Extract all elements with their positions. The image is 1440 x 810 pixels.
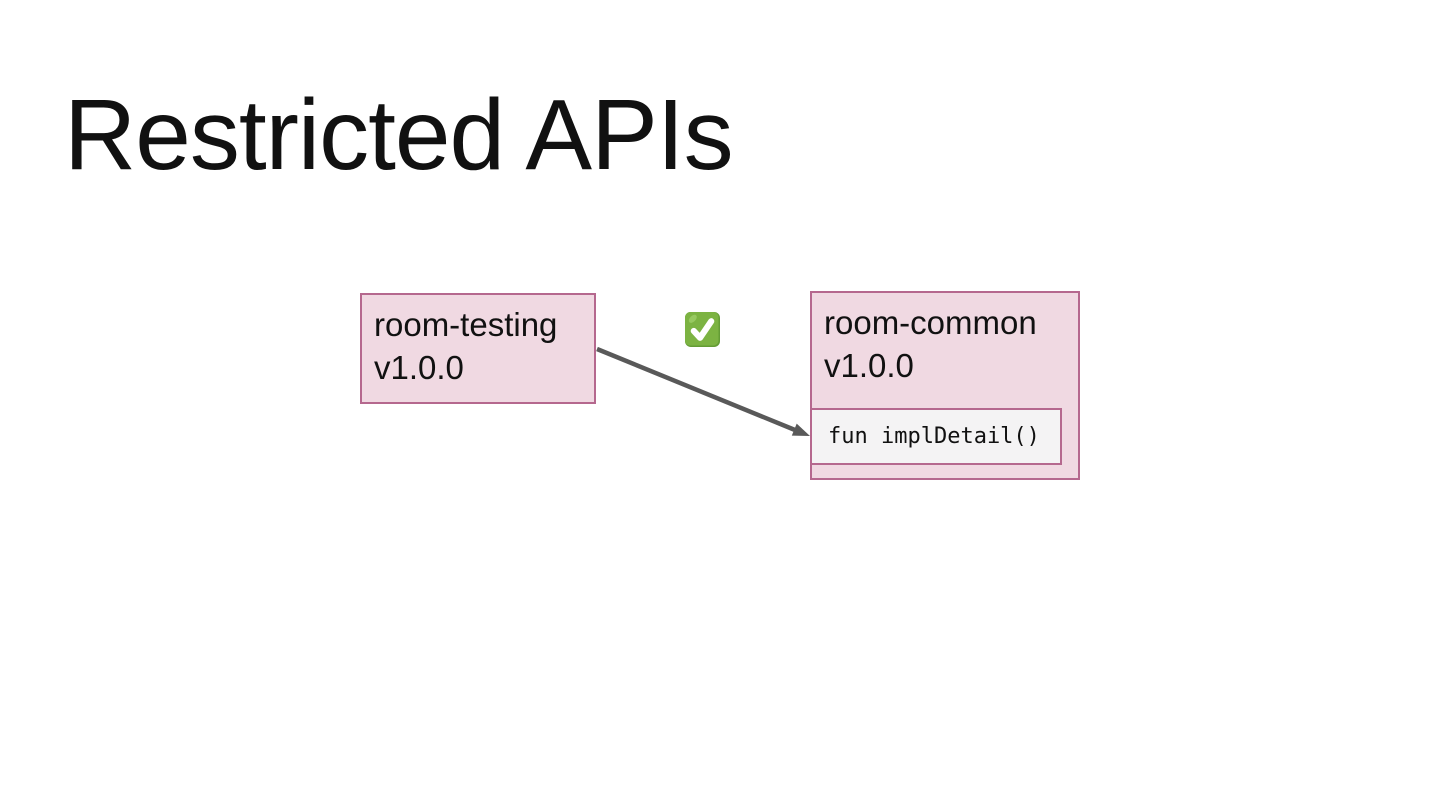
module-version: v1.0.0 (824, 347, 914, 384)
module-box-room-testing: room-testing v1.0.0 (360, 293, 596, 404)
dependency-arrow (596, 346, 810, 436)
check-mark-highlight (688, 314, 697, 323)
dependency-arrow-line (596, 346, 796, 433)
check-mark-glyph (690, 318, 715, 341)
member-signature: fun implDetail() (828, 424, 1040, 449)
module-version: v1.0.0 (374, 349, 464, 386)
module-name: room-testing (374, 306, 558, 343)
slide-title: Restricted APIs (64, 79, 734, 191)
dependency-arrowhead (791, 423, 810, 436)
check-mark-background (685, 312, 719, 346)
module-name: room-common (824, 304, 1037, 341)
member-box: fun implDetail() (810, 408, 1062, 465)
check-mark-icon (685, 312, 720, 347)
